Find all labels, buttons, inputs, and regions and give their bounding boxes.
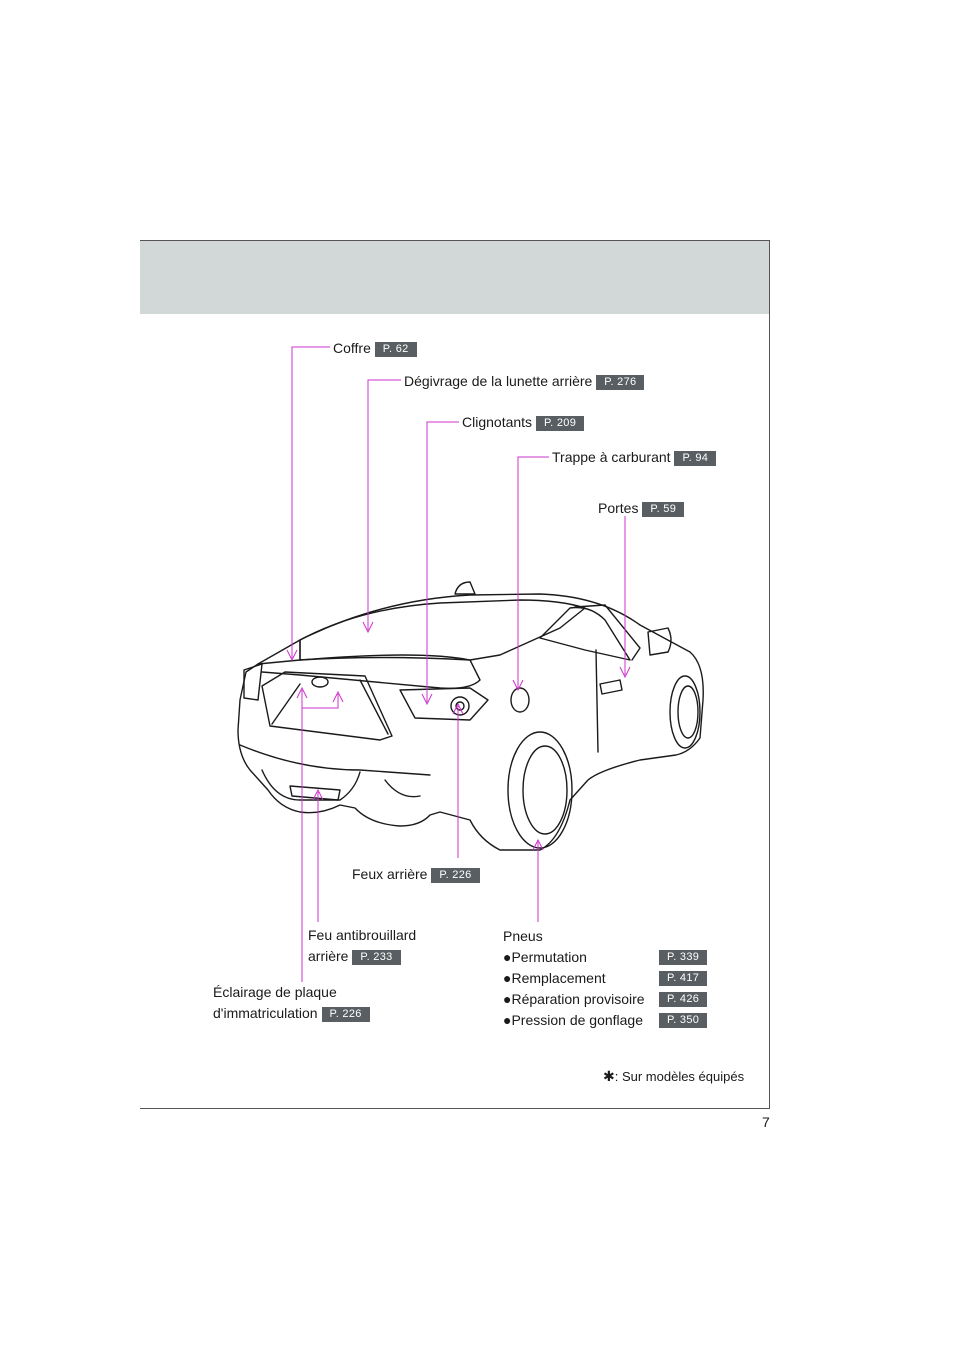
- pneus-item-text: Réparation provisoire: [511, 991, 645, 1007]
- pneus-item-text: Permutation: [511, 949, 587, 965]
- page-ref-remplacement: P. 417: [659, 971, 708, 986]
- label-eclairage: d'immatriculation P. 226: [213, 1005, 370, 1022]
- page-ref-feu-antibrouillard: P. 233: [352, 950, 401, 965]
- label-coffre-text: Coffre: [333, 340, 371, 356]
- bullet-icon: ●: [503, 949, 512, 965]
- label-clignotants: Clignotants P. 209: [462, 414, 585, 431]
- page-ref-degivrage: P. 276: [596, 375, 645, 390]
- page-ref-trappe: P. 94: [674, 451, 717, 466]
- page-ref-portes: P. 59: [642, 502, 685, 517]
- label-coffre: Coffre P. 62: [333, 340, 417, 357]
- page-bottom-rule: [140, 1108, 770, 1109]
- label-feu-antibrouillard-line1: Feu antibrouillard: [308, 927, 417, 943]
- page-ref-pression: P. 350: [659, 1013, 708, 1028]
- pneus-item-permutation: ●Permutation: [503, 949, 587, 965]
- bullet-icon: ●: [503, 991, 512, 1007]
- pneus-item-pression: ●Pression de gonflage: [503, 1012, 643, 1028]
- label-feux-arriere-text: Feux arrière: [352, 866, 428, 882]
- page-ref-coffre: P. 62: [374, 342, 417, 357]
- footnote-text: : Sur modèles équipés: [614, 1069, 745, 1084]
- label-eclairage-line1: Éclairage de plaque: [213, 984, 337, 1000]
- label-portes-text: Portes: [598, 500, 639, 516]
- label-pneus-title: Pneus: [503, 928, 543, 944]
- pneus-item-reparation: ●Réparation provisoire: [503, 991, 645, 1007]
- label-trappe: Trappe à carburant P. 94: [552, 449, 717, 466]
- page-ref-permutation: P. 339: [659, 950, 708, 965]
- asterisk-icon: ✱: [603, 1068, 615, 1084]
- page-right-rule: [769, 240, 770, 1108]
- page-ref-reparation: P. 426: [659, 992, 708, 1007]
- footnote: ✱: Sur modèles équipés: [603, 1068, 744, 1085]
- pneus-item-text: Pression de gonflage: [511, 1012, 644, 1028]
- label-clignotants-text: Clignotants: [462, 414, 533, 430]
- page-ref-feux-arriere: P. 226: [431, 868, 480, 883]
- pneus-item-text: Remplacement: [511, 970, 606, 986]
- label-eclairage-line2: d'immatriculation: [213, 1005, 318, 1021]
- label-feu-antibrouillard-line2: arrière: [308, 948, 349, 964]
- pneus-item-remplacement: ●Remplacement: [503, 970, 606, 986]
- page-ref-clignotants: P. 209: [535, 416, 585, 431]
- label-trappe-text: Trappe à carburant: [552, 449, 671, 465]
- label-portes: Portes P. 59: [598, 500, 685, 517]
- label-degivrage: Dégivrage de la lunette arrière P. 276: [404, 373, 645, 390]
- page-ref-eclairage: P. 226: [321, 1007, 370, 1022]
- bullet-icon: ●: [503, 1012, 512, 1028]
- label-degivrage-text: Dégivrage de la lunette arrière: [404, 373, 593, 389]
- section-header-band: [140, 240, 770, 314]
- bullet-icon: ●: [503, 970, 512, 986]
- label-feu-antibrouillard: arrière P. 233: [308, 948, 401, 965]
- page-number: 7: [762, 1114, 770, 1130]
- label-feux-arriere: Feux arrière P. 226: [352, 866, 480, 883]
